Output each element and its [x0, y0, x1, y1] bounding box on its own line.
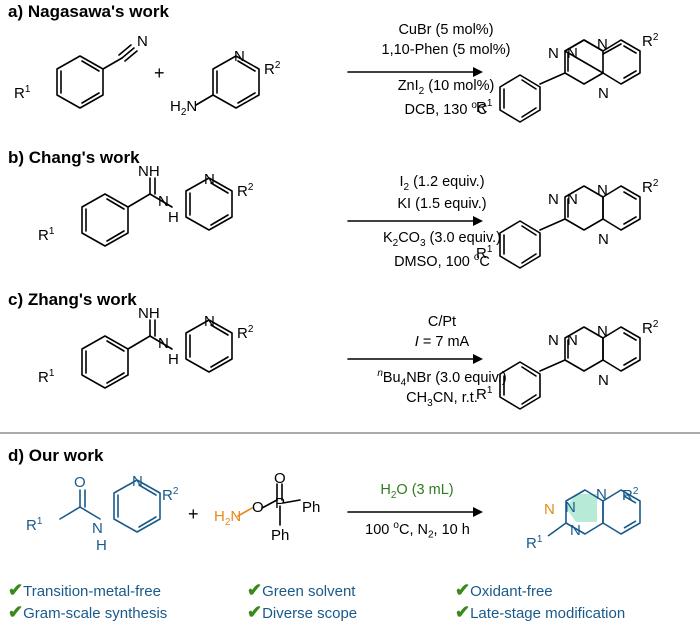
svg-text:H2N: H2N: [170, 98, 197, 118]
conditions-d-line1: H2O (3 mL): [380, 482, 454, 501]
benefit-diverse-scope: ✔Diverse scope: [247, 602, 358, 622]
svg-text:N: N: [570, 522, 581, 539]
svg-text:N: N: [204, 171, 215, 188]
plus-sign-a: +: [154, 63, 165, 83]
conditions-b-line3: K2CO3 (3.0 equiv.): [382, 230, 502, 249]
triazolopyridine-product-a: [499, 39, 641, 123]
svg-text:R1: R1: [526, 534, 543, 552]
benefit-gram-scale: ✔Gram-scale synthesis: [8, 602, 168, 622]
svg-text:R2: R2: [622, 486, 639, 504]
svg-text:R1: R1: [476, 244, 493, 262]
r1-label-a: R1: [14, 84, 31, 102]
svg-text:H: H: [168, 351, 179, 368]
svg-text:N: N: [204, 313, 215, 330]
svg-text:N: N: [92, 520, 103, 537]
amide-substrate-d: [59, 479, 161, 533]
svg-text:N: N: [598, 85, 609, 102]
conditions-b-line2: KI (1.5 equiv.): [397, 196, 487, 212]
svg-text:Ph: Ph: [271, 527, 289, 544]
benzonitrile-structure: [56, 44, 138, 109]
svg-text:R2: R2: [237, 182, 254, 200]
benefit-transition-metal-free: ✔Transition-metal-free: [8, 580, 161, 600]
svg-text:NH: NH: [138, 305, 160, 322]
svg-text:R1: R1: [26, 516, 43, 534]
svg-text:O: O: [274, 470, 286, 487]
check-icon: ✔: [455, 602, 471, 622]
svg-text:N: N: [567, 332, 578, 349]
triazolopyridine-product-b: [499, 185, 641, 269]
pyridine-n-label-a: N: [234, 48, 245, 65]
section-d-title: d) Our work: [8, 446, 104, 465]
svg-text:N: N: [565, 499, 576, 516]
svg-text:N: N: [132, 473, 143, 490]
svg-text:R1: R1: [38, 226, 55, 244]
svg-text:N: N: [596, 486, 607, 503]
svg-text:Ph: Ph: [302, 499, 320, 516]
svg-text:N: N: [567, 191, 578, 208]
section-divider: [0, 432, 700, 434]
svg-text:N: N: [158, 335, 169, 352]
svg-text:N: N: [597, 182, 608, 199]
conditions-a-line4: DCB, 130 oC: [404, 100, 488, 118]
svg-text:R1: R1: [38, 368, 55, 386]
svg-text:R1: R1: [476, 98, 493, 116]
svg-text:R2: R2: [264, 60, 281, 78]
section-b-title: b) Chang's work: [8, 148, 140, 167]
svg-text:N: N: [597, 36, 608, 53]
benefit-oxidant-free: ✔Oxidant-free: [455, 580, 553, 600]
svg-text:R2: R2: [237, 324, 254, 342]
check-icon: ✔: [8, 580, 24, 600]
svg-text:N: N: [598, 231, 609, 248]
section-c-title: c) Zhang's work: [8, 290, 137, 309]
aminating-reagent: [237, 483, 301, 526]
svg-text:P: P: [275, 495, 285, 512]
svg-text:R2: R2: [642, 319, 659, 337]
benefit-late-stage-modification: ✔Late-stage modification: [455, 602, 626, 622]
amidine-structure-c: [81, 319, 233, 389]
conditions-a-line1: CuBr (5 mol%): [398, 22, 494, 38]
svg-text:R2: R2: [162, 486, 179, 504]
svg-text:N: N: [598, 372, 609, 389]
svg-text:N: N: [548, 45, 559, 62]
aminopyridine-structure: [195, 55, 260, 109]
svg-text:N: N: [567, 45, 578, 62]
svg-text:R1: R1: [476, 385, 493, 403]
amidine-structure-b: [81, 177, 233, 247]
nitrile-n-label: N: [137, 33, 148, 50]
check-icon: ✔: [247, 580, 263, 600]
svg-text:N: N: [548, 191, 559, 208]
check-icon: ✔: [247, 602, 263, 622]
svg-text:N: N: [597, 323, 608, 340]
conditions-c-line2: I = 7 mA: [414, 334, 470, 350]
conditions-b-line1: I2 (1.2 equiv.): [399, 174, 485, 193]
svg-text:H2N: H2N: [214, 508, 241, 528]
svg-text:N: N: [548, 332, 559, 349]
svg-text:H: H: [96, 537, 107, 554]
svg-text:R2: R2: [642, 32, 659, 50]
svg-text:R2: R2: [642, 178, 659, 196]
benefit-green-solvent: ✔Green solvent: [247, 580, 356, 600]
conditions-d-line2: 100 oC, N2, 10 h: [365, 520, 470, 541]
check-icon: ✔: [8, 602, 24, 622]
svg-text:NH: NH: [138, 163, 160, 180]
conditions-a-line2: 1,10-Phen (5 mol%): [381, 42, 511, 58]
triazolopyridine-product-d: [547, 489, 641, 537]
svg-text:O: O: [74, 474, 86, 491]
svg-text:H: H: [168, 209, 179, 226]
conditions-c-line4: CH3CN, r.t.: [406, 390, 478, 409]
conditions-c-line3: nBu4NBr (3.0 equiv.): [377, 368, 507, 389]
check-icon: ✔: [455, 580, 471, 600]
svg-text:O: O: [252, 499, 264, 516]
svg-text:N: N: [544, 501, 555, 518]
conditions-c-line1: C/Pt: [427, 314, 457, 330]
svg-text:+: +: [188, 504, 199, 524]
conditions-a-line3: ZnI2 (10 mol%): [397, 78, 495, 97]
conditions-b-line4: DMSO, 100 oC: [394, 252, 490, 270]
triazolopyridine-product-c: [499, 326, 641, 410]
svg-text:N: N: [158, 193, 169, 210]
section-a-title: a) Nagasawa's work: [8, 2, 169, 21]
